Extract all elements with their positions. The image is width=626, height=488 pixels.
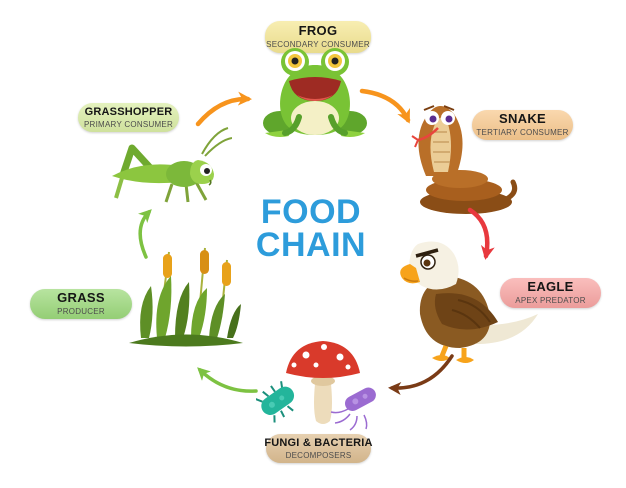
- arrow-grasshopper-to-frog: [195, 91, 252, 127]
- snake-label-box: SNAKE TERTIARY CONSUMER: [472, 110, 573, 140]
- eagle-illustration: [400, 241, 538, 363]
- purple-bacterium: [344, 387, 376, 411]
- eagle-sublabel: APEX PREDATOR: [515, 296, 586, 306]
- grasshopper-label: GRASSHOPPER: [84, 106, 173, 119]
- frog-label: FROG: [298, 23, 338, 39]
- frog-label-box: FROG SECONDARY CONSUMER: [265, 21, 371, 53]
- fungi-bacteria-illustration: [256, 341, 376, 431]
- diagram-title: FOOD CHAIN: [248, 193, 374, 264]
- snake-illustration: [411, 105, 518, 214]
- snake-sublabel: TERTIARY CONSUMER: [476, 128, 569, 138]
- grasshopper-label-box: GRASSHOPPER PRIMARY CONSUMER: [78, 103, 179, 132]
- teal-bacterium: [256, 381, 295, 423]
- grass-label: GRASS: [57, 290, 105, 306]
- grasshopper-sublabel: PRIMARY CONSUMER: [83, 119, 174, 129]
- grasshopper-illustration: [112, 127, 232, 203]
- eagle-label-box: EAGLE APEX PREDATOR: [500, 278, 601, 308]
- grass-sublabel: PRODUCER: [57, 307, 105, 317]
- grass-illustration: [129, 247, 243, 347]
- fungi-label-box: FUNGI & BACTERIA DECOMPOSERS: [264, 434, 373, 463]
- title-line-1: FOOD: [260, 193, 362, 231]
- title-line-2: CHAIN: [255, 226, 367, 264]
- fungi-label: FUNGI & BACTERIA: [264, 437, 373, 450]
- grass-label-box: GRASS PRODUCER: [30, 289, 132, 319]
- frog-illustration: [263, 48, 367, 137]
- fungi-sublabel: DECOMPOSERS: [285, 450, 352, 460]
- arrow-fungi-to-grass: [197, 367, 258, 393]
- eagle-label: EAGLE: [527, 279, 574, 295]
- frog-sublabel: SECONDARY CONSUMER: [266, 40, 370, 50]
- snake-label: SNAKE: [498, 111, 546, 127]
